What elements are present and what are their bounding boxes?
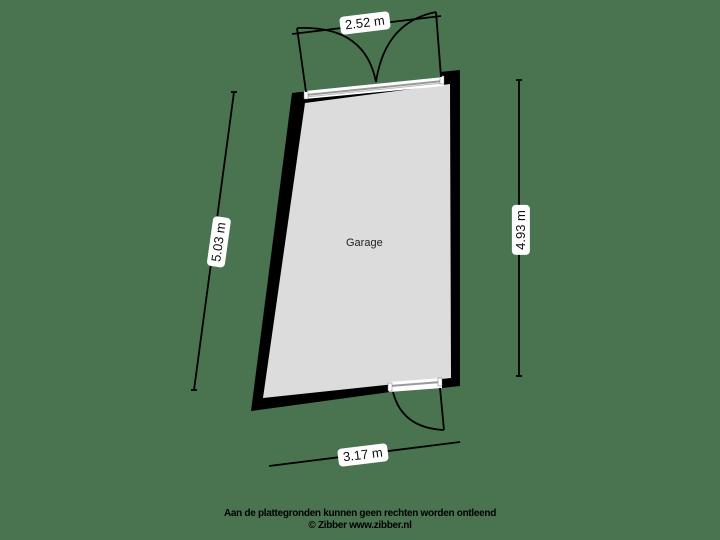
dimension-right-label: 4.93 m xyxy=(511,205,530,255)
footer-disclaimer: Aan de plattegronden kunnen geen rechten… xyxy=(223,508,497,519)
footer-copyright: © Zibber www.zibber.nl xyxy=(308,520,412,531)
bottom-door-swing xyxy=(392,387,445,431)
room-label-garage: Garage xyxy=(346,237,383,249)
garage-floor xyxy=(263,84,451,398)
top-double-door-swing xyxy=(296,11,442,93)
